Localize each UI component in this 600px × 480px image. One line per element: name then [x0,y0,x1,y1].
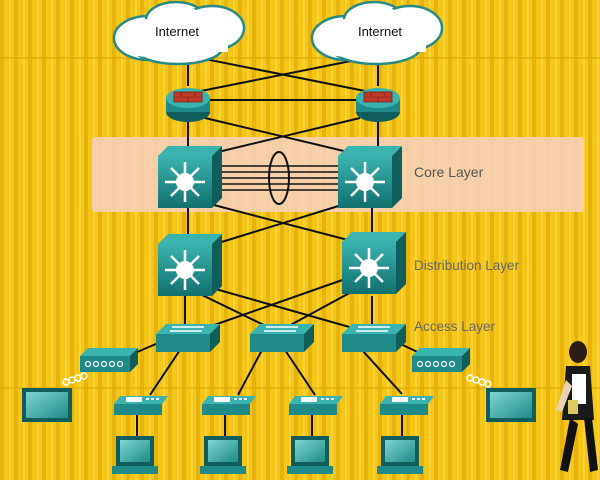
cloud-label: Internet [155,24,199,39]
link-dist1-acc2 [199,293,271,329]
switch-arrows-icon [170,326,204,332]
core-layer-label: Core Layer [414,164,484,180]
wireless-ap-left[interactable] [80,348,138,372]
multilayer-switch-icon [349,248,389,288]
access-switch-1[interactable] [156,324,220,352]
ip-phone-1[interactable] [114,396,168,415]
link-acc1-phone1 [149,349,181,396]
link-dist1-acc3 [211,287,361,331]
wireless-laptop-left[interactable] [22,388,72,422]
access-switch-3[interactable] [342,324,406,352]
multilayer-switch-icon [165,162,205,202]
link-core1-dist2 [209,203,349,241]
link-router1-core2 [204,117,349,153]
multilayer-switch-icon [165,250,205,290]
pc-2[interactable] [200,436,246,474]
wireless-ap-right[interactable] [412,348,470,372]
distribution-switch-right[interactable] [342,232,406,294]
internet-cloud-right[interactable]: Internet [310,0,444,66]
wireless-laptop-right[interactable] [486,388,536,422]
etherchannel-bundle [220,151,338,205]
core-switch-right[interactable] [338,146,402,208]
switch-arrows-icon [264,326,298,332]
wireless-signal-icon [466,374,492,388]
walking-person [556,341,598,472]
link-acc2-phone2 [237,349,263,396]
distribution-switch-left[interactable] [158,234,222,296]
router-right[interactable] [356,88,400,122]
router-left[interactable] [166,88,210,122]
cloud-label: Internet [358,24,402,39]
link-dist2-acc1 [199,277,349,331]
link-cloud2-router1 [195,57,367,93]
pc-3[interactable] [287,436,333,474]
ip-phone-2[interactable] [202,396,256,415]
ip-phone-3[interactable] [289,396,343,415]
wireless-signal-icon [62,372,88,386]
core-switch-left[interactable] [158,146,222,208]
access-layer-label: Access Layer [414,319,496,334]
multilayer-switch-icon [345,162,385,202]
switch-arrows-icon [356,326,390,332]
link-acc3-phone4 [361,349,403,395]
pc-4[interactable] [377,436,423,474]
link-acc2-phone3 [284,349,316,396]
distribution-layer-label: Distribution Layer [414,258,520,273]
link-dist2-acc2 [284,289,356,329]
ip-phone-4[interactable] [380,396,434,415]
link-core2-dist1 [214,203,346,245]
link-router2-core1 [217,117,361,153]
links [127,57,427,436]
pc-1[interactable] [112,436,158,474]
access-switch-2[interactable] [250,324,314,352]
internet-cloud-left[interactable]: Internet [112,0,246,66]
